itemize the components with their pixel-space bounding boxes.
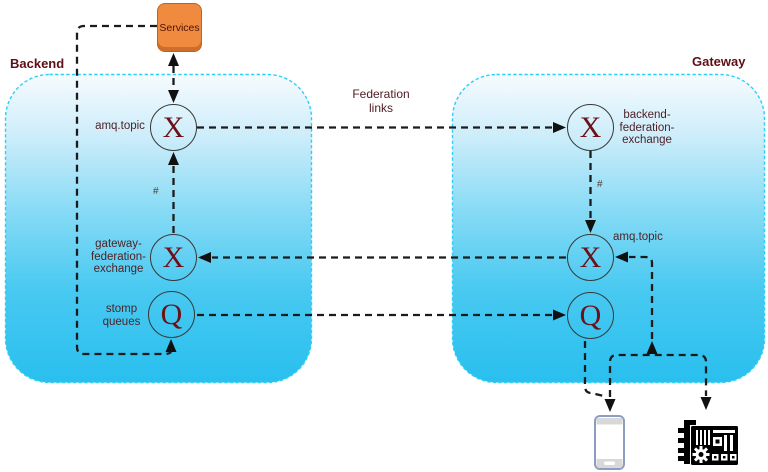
backend-stomp-queues: Q [148,291,195,338]
gateway-stomp-queue: Q [567,292,614,339]
exchange-glyph: X [579,110,602,144]
services-label: Services [159,21,200,34]
gateway-panel [451,73,766,384]
backend-panel-title: Backend [10,56,65,71]
gateway-amq-topic-exchange: X [567,234,614,281]
gateway-backend-federation-exchange: X [567,104,614,151]
exchange-glyph: X [162,240,185,274]
exchange-glyph: X [162,110,185,144]
gateway-backend-federation-exchange-label: backend- federation- exchange [619,109,675,146]
smartphone-icon [594,415,625,470]
gateway-binding-key: # [597,179,603,190]
edge-services-to-backend-stomp-queues [75,24,173,356]
gateway-panel-title: Gateway [692,54,746,69]
circuit-board-icon [678,420,738,465]
queue-glyph: Q [160,297,183,331]
backend-binding-key: # [153,186,159,197]
backend-stomp-queues-label: stomp queues [102,303,141,328]
edge-devices-to-gateway-amq [629,255,654,339]
backend-amq-topic-exchange: X [150,104,197,151]
backend-gateway-federation-exchange: X [150,234,197,281]
queue-glyph: Q [579,298,602,332]
arrowheads [165,53,712,412]
gateway-amq-topic-label: amq.topic [613,231,663,243]
edge-bus-to-devices [608,353,708,397]
federation-links-label: Federation links [352,87,410,115]
exchange-glyph: X [579,240,602,274]
backend-amq-topic-label: amq.topic [95,120,145,132]
backend-panel [4,73,313,384]
services-box: Services [157,3,202,52]
edge-gateway-q-to-phone [583,341,605,398]
backend-gateway-federation-exchange-label: gateway- federation- exchange [91,238,146,275]
